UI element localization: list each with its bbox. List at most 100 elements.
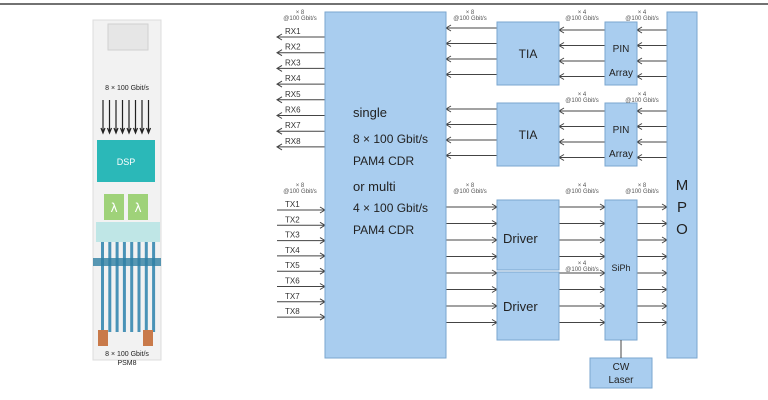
tia-block-1	[496, 21, 560, 86]
mpo-letter-o: O	[676, 221, 688, 238]
rate-mpo-out-speed: @100 Gbit/s	[625, 189, 658, 195]
dsp-to-driver-arrow	[446, 253, 498, 260]
rx-arrow	[276, 49, 325, 57]
module-input-arrow	[139, 100, 145, 135]
rx-port-label: RX7	[285, 121, 301, 130]
pin-to-tia-arrow	[558, 57, 605, 65]
port-labels: RX1RX2RX3RX4RX5RX6RX7RX8TX1TX2TX3TX4TX5T…	[285, 27, 301, 316]
pin-to-tia-arrow	[558, 73, 605, 80]
rx-arrow	[276, 80, 325, 88]
siph-to-mpo-arrow	[637, 319, 668, 326]
tia-block-2	[496, 102, 560, 167]
rx-port-label: RX1	[285, 27, 301, 36]
rate-mpo2-speed: @100 Gbit/s	[625, 98, 658, 104]
module-fiber	[122, 242, 126, 332]
rx-port-label: RX2	[285, 43, 301, 52]
tia-to-dsp-arrow	[445, 152, 497, 159]
module-input-arrows	[100, 100, 152, 135]
dsp-to-driver-arrow	[446, 302, 498, 310]
module-dsp	[97, 140, 155, 182]
module-bottom-rate: 8 × 100 Gbit/s	[105, 351, 149, 358]
module-fiber	[101, 242, 104, 332]
mpo-block	[666, 11, 698, 359]
module-lambda-1	[104, 194, 124, 220]
siph-to-mpo-arrow	[637, 269, 668, 277]
driver-1-label: Driver	[503, 231, 538, 246]
rate-mpo2-count: × 4	[638, 92, 647, 98]
module-fiber	[137, 242, 141, 332]
pin-to-tia-arrow	[558, 154, 605, 161]
rate-pin2-speed: @100 Gbit/s	[565, 98, 598, 104]
driver-to-siph-arrow	[559, 220, 606, 227]
module-latch	[107, 23, 149, 51]
driver-to-siph-arrow	[559, 319, 606, 326]
module-input-arrow	[132, 100, 139, 135]
module-fiber	[144, 242, 148, 332]
module-connector-right	[143, 330, 153, 346]
rate-mpo-out-count: × 8	[638, 183, 647, 189]
siph-label: SiPh	[611, 263, 630, 273]
pin-array-block-1	[604, 21, 638, 86]
block-diagram: single 8 × 100 Gbit/s PAM4 CDR or multi …	[276, 10, 698, 389]
dsp-to-driver-arrow	[446, 286, 498, 293]
rate-rx-in-speed: @100 Gbit/s	[283, 16, 316, 22]
rx-port-label: RX3	[285, 58, 301, 67]
module-fiber	[108, 242, 112, 332]
module-fiber	[152, 242, 156, 332]
rate-dsp-out-speed: @100 Gbit/s	[453, 16, 486, 22]
module-input-arrow	[100, 100, 106, 135]
dsp-line-6: PAM4 CDR	[353, 223, 414, 237]
driver-block-2	[496, 271, 560, 341]
rx-arrow	[276, 96, 325, 104]
rate-pin1-speed: @100 Gbit/s	[565, 16, 598, 22]
module-lambda-2	[128, 194, 148, 220]
tia-to-dsp-arrow	[445, 121, 497, 128]
siph-to-mpo-arrow	[637, 253, 668, 260]
mpo-to-pin-arrow	[636, 123, 667, 130]
tia-to-dsp-arrow	[445, 105, 497, 113]
driver-to-siph-arrow	[559, 253, 606, 260]
dsp-to-driver-arrow	[446, 319, 498, 326]
rx-port-label: RX5	[285, 90, 301, 99]
mpo-to-pin-arrow	[636, 26, 667, 34]
pin-1-label-a: PIN	[613, 44, 630, 55]
dsp-to-driver-arrow	[446, 203, 498, 211]
mpo-to-pin-arrow	[636, 42, 667, 49]
siph-block	[604, 199, 638, 341]
module-illustration: 8 × 100 Gbit/s DSP λ λ 8 × 100 Gbit/s PS…	[92, 19, 162, 367]
siph-to-mpo-arrow	[637, 220, 668, 227]
module-dsp-label: DSP	[117, 157, 136, 167]
dsp-line-1: single	[353, 105, 387, 120]
dsp-to-driver-arrow	[446, 269, 498, 277]
rate-tx-in-speed: @100 Gbit/s	[283, 189, 316, 195]
tia-to-dsp-arrow	[445, 136, 497, 144]
module-input-arrow	[113, 100, 119, 135]
module-fiber-band	[93, 258, 161, 266]
module-body	[92, 19, 162, 361]
driver-to-siph-arrow	[559, 286, 606, 293]
rate-driver-in-count: × 8	[466, 183, 475, 189]
module-lambda-2-label: λ	[134, 201, 141, 215]
module-input-arrow	[119, 100, 126, 135]
pin-2-label-b: Array	[609, 149, 633, 160]
module-interposer	[96, 222, 160, 242]
module-connector-left	[98, 330, 108, 346]
module-fibers	[101, 242, 156, 332]
siph-to-mpo-arrow	[637, 236, 668, 244]
rate-mpo1-count: × 4	[638, 10, 647, 16]
tia-to-dsp-arrow	[445, 24, 497, 32]
siph-to-mpo-arrow	[637, 203, 668, 211]
module-input-arrow	[126, 100, 132, 135]
dsp-line-2: 8 × 100 Gbit/s	[353, 132, 428, 146]
mpo-to-pin-arrow	[636, 107, 667, 115]
driver-to-siph-arrow	[559, 203, 606, 211]
tia-1-label: TIA	[519, 47, 538, 61]
pin-2-label-a: PIN	[613, 125, 630, 136]
dsp-cdr-block	[324, 11, 447, 359]
rx-arrow	[276, 33, 325, 41]
rx-arrow	[276, 64, 325, 72]
module-lambda-1-label: λ	[110, 201, 117, 215]
pin-to-tia-arrow	[558, 107, 605, 115]
